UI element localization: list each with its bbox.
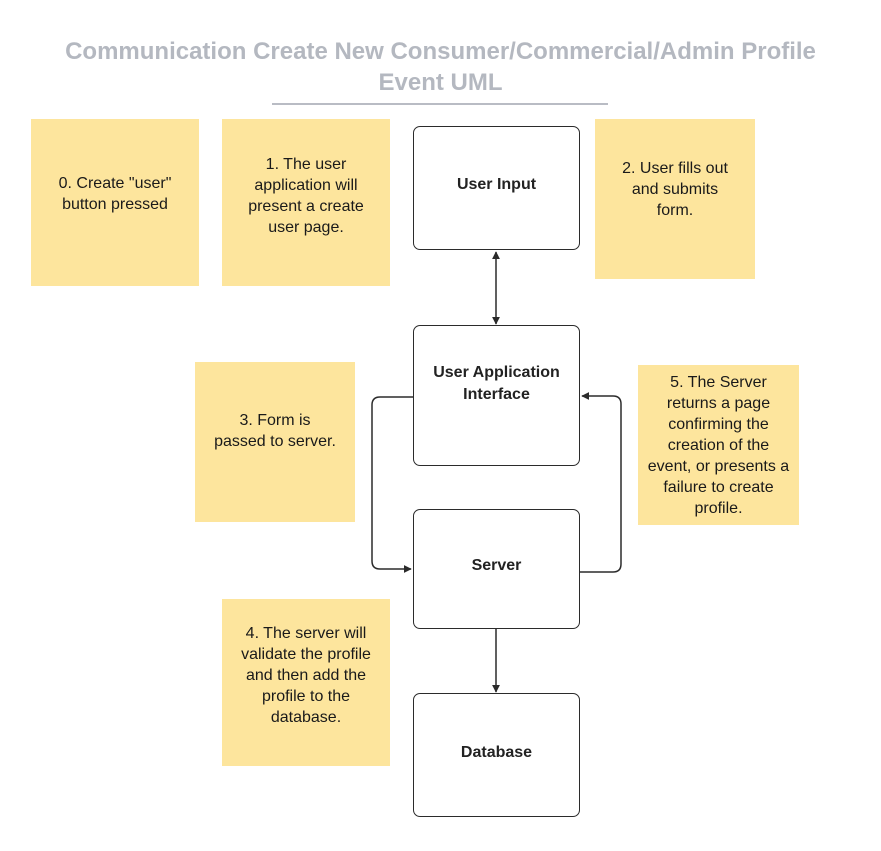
note-step-5: 5. The Server returns a page confirming …	[638, 365, 799, 525]
connector-server-to-app	[580, 392, 622, 573]
note-step-4-text: 4. The server will validate the profile …	[241, 625, 371, 726]
node-database: Database	[413, 693, 580, 817]
note-step-0: 0. Create "user" button pressed	[31, 119, 199, 286]
note-step-2-text: 2. User fills out and submits form.	[622, 159, 728, 219]
node-user-application-interface: User Application Interface	[413, 325, 580, 466]
node-server-label: Server	[471, 557, 522, 574]
note-step-2: 2. User fills out and submits form.	[595, 119, 755, 279]
title-underline	[272, 103, 608, 105]
note-step-0-text: 0. Create "user" button pressed	[58, 174, 172, 213]
node-database-label: Database	[460, 744, 533, 761]
diagram-title: Communication Create New Consumer/Commer…	[0, 36, 881, 98]
note-step-4: 4. The server will validate the profile …	[222, 599, 390, 766]
node-server: Server	[413, 509, 580, 629]
diagram-title-line-1: Communication Create New Consumer/Commer…	[65, 38, 816, 65]
node-user-input-label: User Input	[456, 176, 537, 193]
note-step-1: 1. The user application will present a c…	[222, 119, 390, 286]
node-user-input: User Input	[413, 126, 580, 250]
connector-app-to-server	[371, 396, 413, 573]
diagram-title-line-2: Event UML	[378, 69, 503, 96]
node-user-application-label: User Application Interface	[433, 363, 560, 403]
note-step-3-text: 3. Form is passed to server.	[214, 412, 336, 450]
note-step-3: 3. Form is passed to server.	[195, 362, 355, 522]
note-step-5-text: 5. The Server returns a page confirming …	[647, 373, 790, 517]
note-step-1-text: 1. The user application will present a c…	[248, 155, 364, 236]
